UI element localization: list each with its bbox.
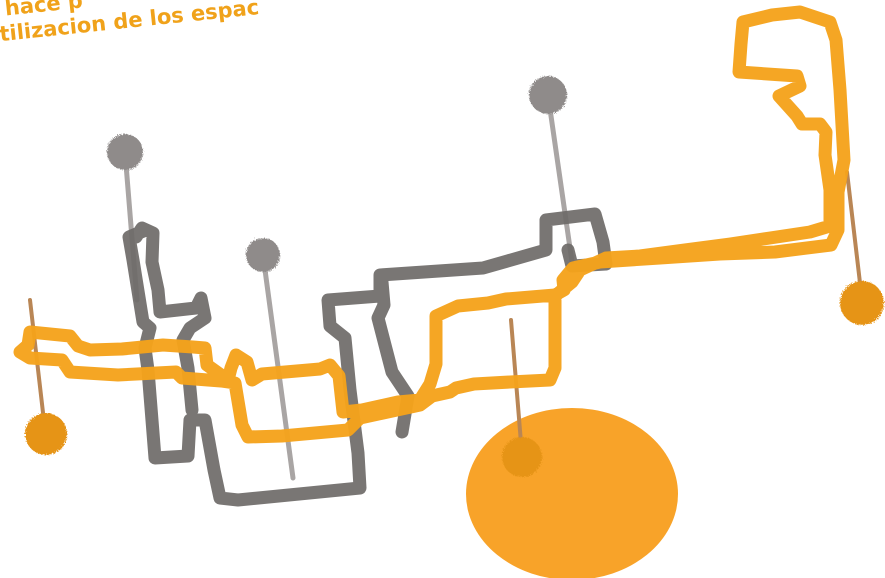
gray-pin-head-2 (246, 238, 280, 272)
orange-pin-head-3 (840, 281, 884, 325)
gray-pin-head-1 (107, 134, 143, 170)
highlight-blob (466, 408, 678, 578)
orange-pin-head-2 (502, 437, 542, 477)
orange-pin-head-1 (25, 413, 67, 455)
gray-pin-head-3 (529, 76, 567, 114)
orange-pin-stem-3 (847, 172, 862, 300)
